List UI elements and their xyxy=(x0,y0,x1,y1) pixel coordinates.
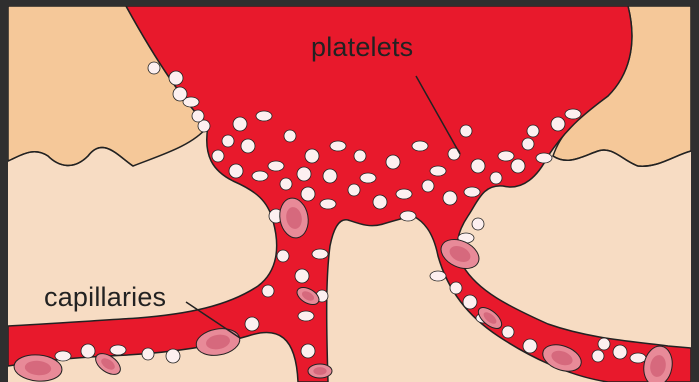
platelet xyxy=(613,345,627,359)
platelet xyxy=(598,338,610,350)
diagram-canvas: platelets capillaries xyxy=(8,6,691,382)
platelet xyxy=(565,109,581,119)
platelet xyxy=(169,71,183,85)
platelet xyxy=(396,189,412,199)
platelet xyxy=(301,187,315,201)
platelet xyxy=(592,350,604,362)
platelet xyxy=(511,159,525,173)
platelet xyxy=(523,339,537,353)
platelet xyxy=(536,153,552,163)
platelet xyxy=(233,117,247,131)
platelet xyxy=(330,141,346,151)
platelet xyxy=(360,173,376,183)
platelet xyxy=(471,159,485,173)
platelet xyxy=(222,135,234,147)
platelet xyxy=(430,166,446,176)
platelet xyxy=(81,344,95,358)
platelet xyxy=(386,155,400,169)
platelet xyxy=(630,353,646,363)
platelet xyxy=(443,191,457,205)
platelet xyxy=(430,271,446,281)
platelet xyxy=(490,172,502,184)
platelet xyxy=(305,149,319,163)
platelet xyxy=(522,138,534,150)
platelet xyxy=(55,351,71,361)
capillaries-label: capillaries xyxy=(44,282,166,313)
platelet xyxy=(320,199,336,209)
platelet xyxy=(256,111,272,121)
platelet xyxy=(192,110,204,122)
platelets-label: platelets xyxy=(311,32,413,63)
platelet xyxy=(464,187,480,197)
platelet xyxy=(412,141,428,151)
platelet xyxy=(472,218,484,230)
platelet xyxy=(284,130,296,142)
platelet xyxy=(229,164,243,178)
platelet xyxy=(301,344,315,358)
platelet xyxy=(295,269,309,283)
platelet xyxy=(498,151,514,161)
platelet xyxy=(373,195,387,209)
platelet xyxy=(460,125,472,137)
platelet xyxy=(312,249,328,259)
platelet xyxy=(268,161,284,171)
platelet xyxy=(212,150,224,162)
platelet xyxy=(142,348,154,360)
platelet xyxy=(110,345,126,355)
platelet xyxy=(463,295,477,309)
platelet xyxy=(297,167,311,181)
red-blood-cell xyxy=(308,364,332,378)
platelet xyxy=(348,184,360,196)
platelet xyxy=(252,171,268,181)
platelet xyxy=(354,150,366,162)
platelet xyxy=(148,62,160,74)
platelet xyxy=(400,211,416,221)
platelet xyxy=(551,117,565,131)
platelet xyxy=(502,326,514,338)
platelet xyxy=(277,250,289,262)
platelet xyxy=(173,87,187,101)
platelet xyxy=(166,349,180,363)
platelet xyxy=(241,139,255,153)
platelet xyxy=(422,180,434,192)
platelet xyxy=(280,178,292,190)
platelet xyxy=(450,282,462,294)
platelet xyxy=(262,285,274,297)
platelet xyxy=(298,311,314,321)
platelet xyxy=(527,125,539,137)
platelet xyxy=(323,169,337,183)
platelet xyxy=(245,317,259,331)
